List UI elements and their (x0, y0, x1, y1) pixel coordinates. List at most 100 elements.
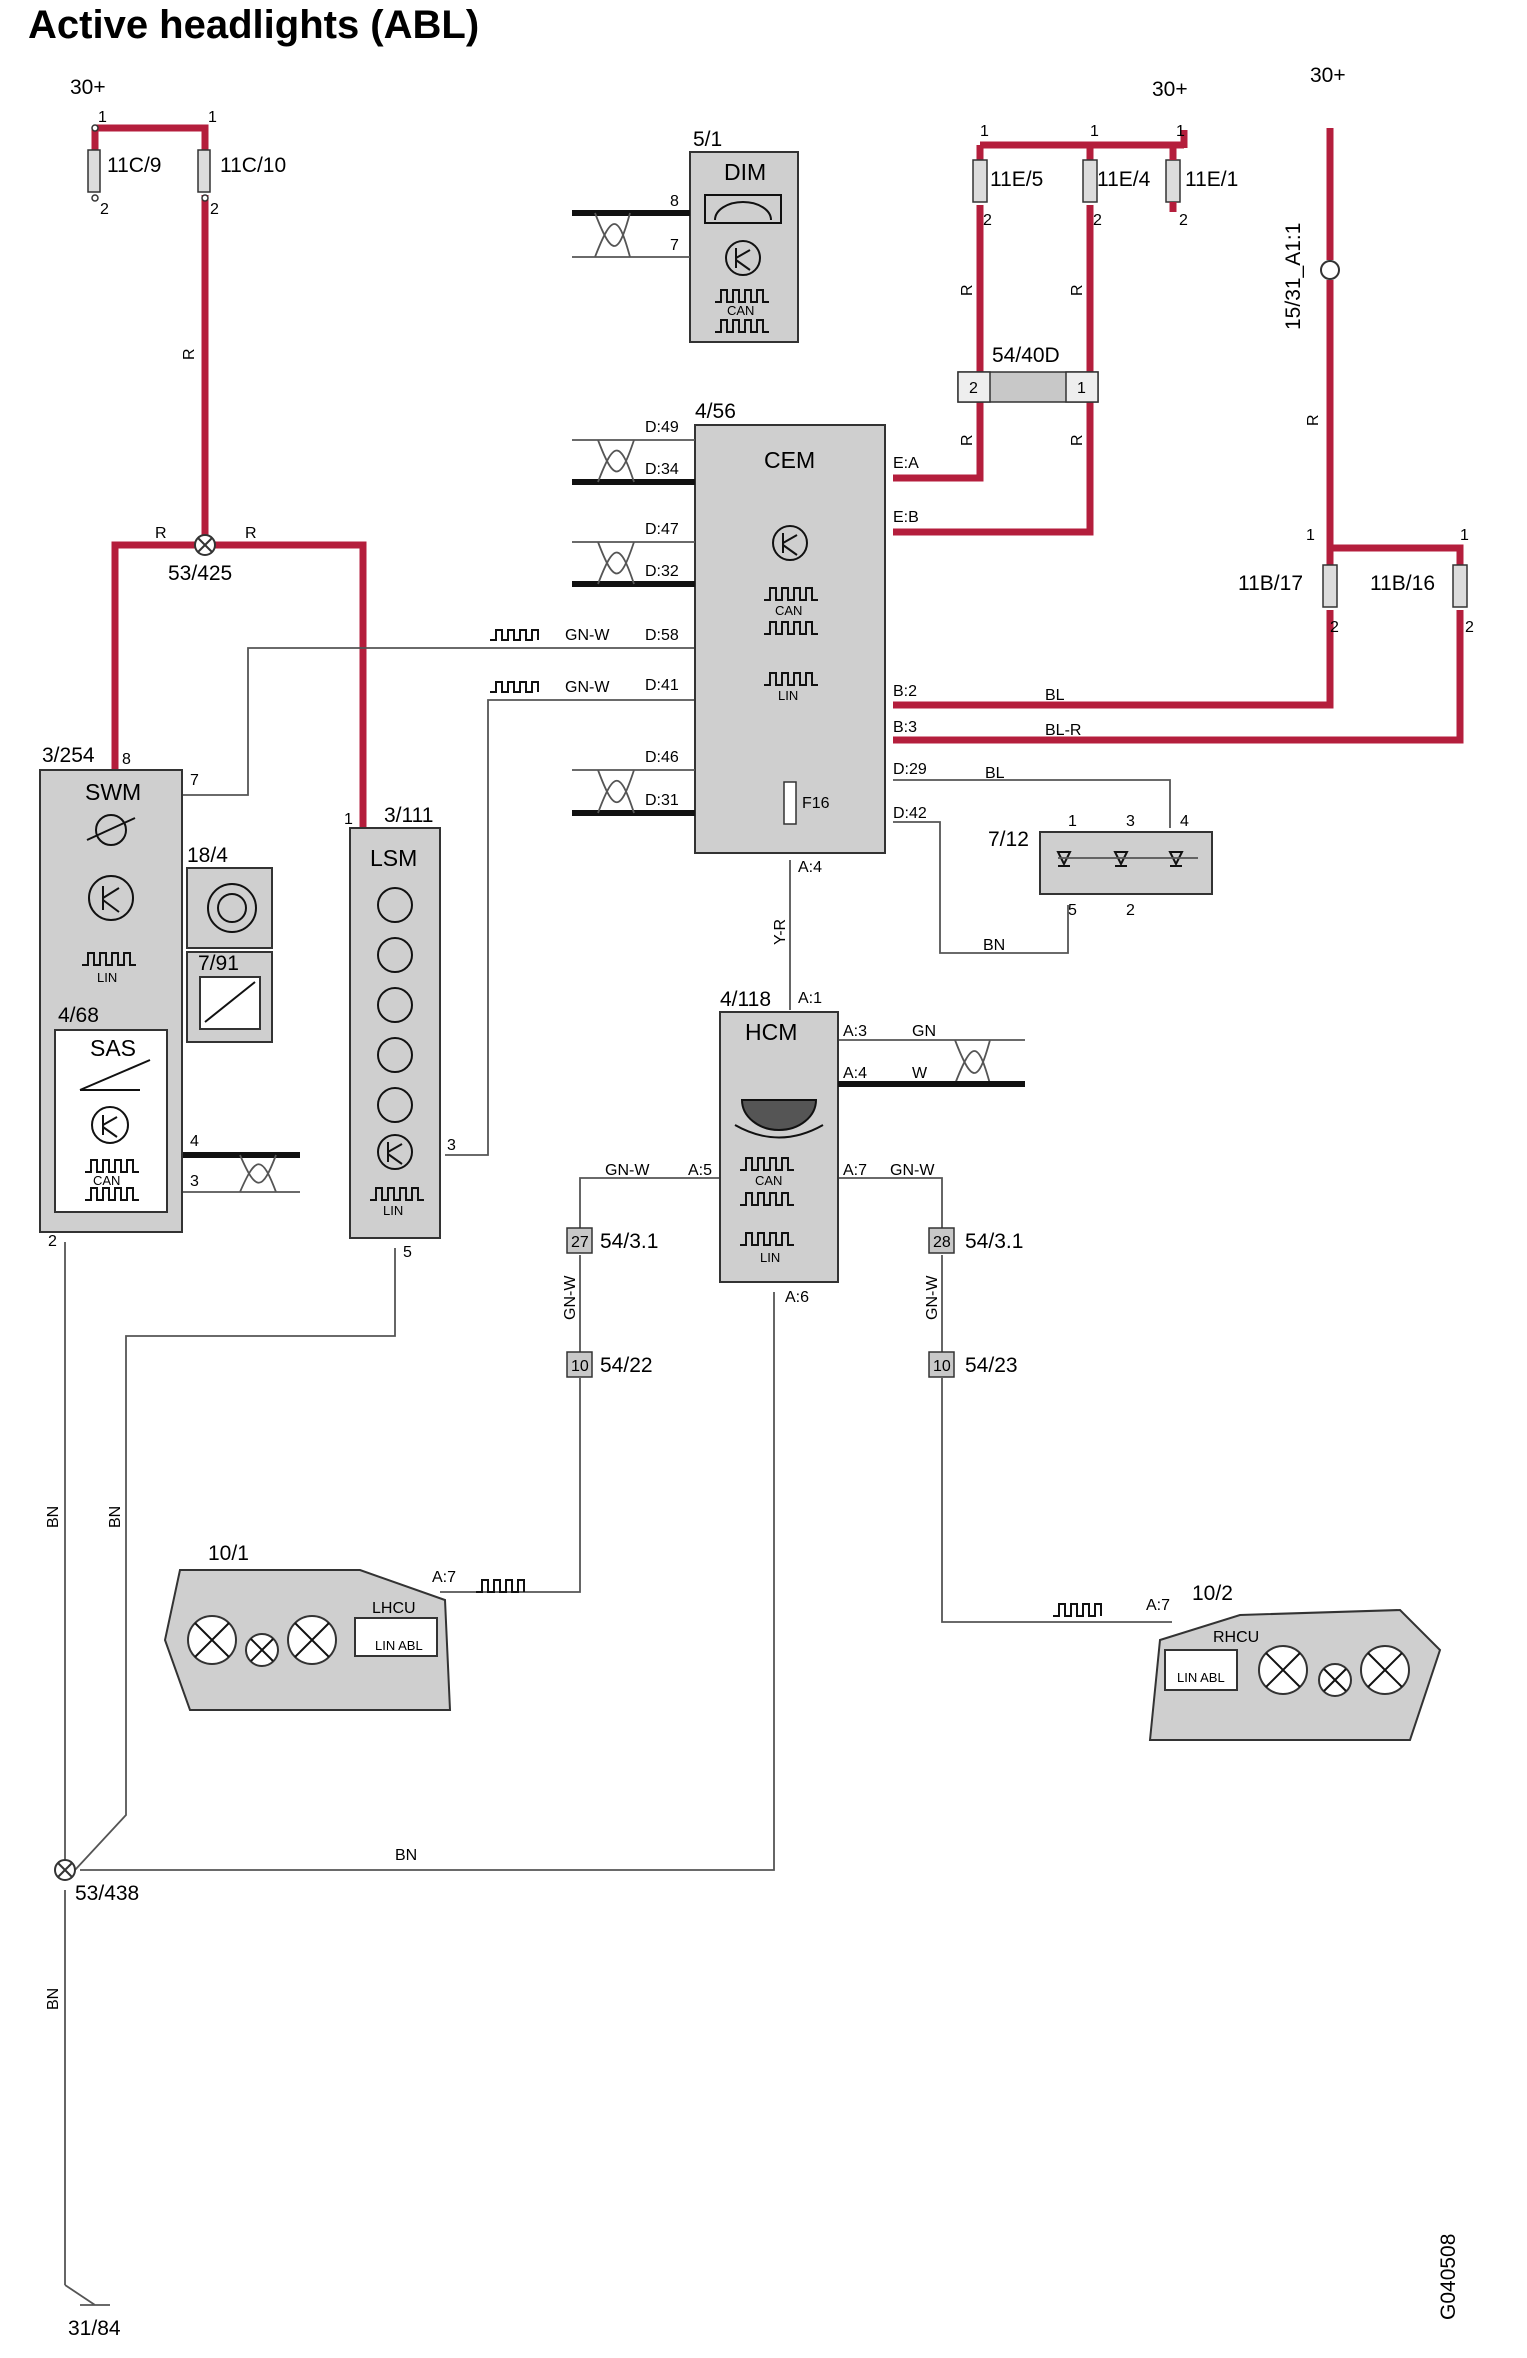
splice-label: 53/438 (75, 1882, 139, 1905)
led-pin-5: 5 (1068, 902, 1077, 919)
lsm-lin-label: LIN (383, 1203, 403, 1218)
cem-pin-d47: D:47 (645, 521, 679, 538)
lsm-module: 3/111 LSM LIN 1 3 5 (344, 804, 456, 1261)
sas-name: SAS (90, 1035, 136, 1061)
figure-code: G040508 (1437, 2234, 1460, 2320)
rhcu-pin-a7: A:7 (1146, 1597, 1170, 1614)
dim-ref: 5/1 (693, 128, 722, 151)
wire-color-gnw: GN-W (565, 679, 610, 696)
fuse-pin-2: 2 (1330, 619, 1339, 636)
fuse-label-11e5: 11E/5 (990, 168, 1043, 191)
hcm-pin-a6: A:6 (785, 1289, 809, 1306)
swm-pin-4: 4 (190, 1133, 199, 1150)
wire-color-r: R (1069, 434, 1086, 446)
hcm-pin-a5: A:5 (688, 1162, 712, 1179)
cem-can-label: CAN (775, 603, 802, 618)
fuse-label-11b17: 11B/17 (1238, 572, 1303, 595)
wire-color-blr: BL-R (1045, 722, 1081, 739)
wire-color-bn: BN (107, 1506, 124, 1528)
ground-31-84: 31/84 (64, 2284, 121, 2340)
dim-pin-8: 8 (670, 193, 679, 210)
led-pin-4: 4 (1180, 813, 1189, 830)
cem-pin-d42: D:42 (893, 805, 927, 822)
connector-54-23: 10 54/23 (928, 1351, 1018, 1378)
swm-pin-2: 2 (48, 1233, 57, 1250)
dim-can-label: CAN (727, 303, 754, 318)
supply-label-left: 30+ (70, 76, 106, 99)
connector-ref: 54/40D (992, 344, 1060, 367)
fuse-pin-1: 1 (98, 109, 107, 126)
hcm-pin-a3: A:3 (843, 1023, 867, 1040)
wire-color-r: R (245, 525, 257, 542)
wire-color-bn: BN (983, 937, 1005, 954)
connector-ref: 54/3.1 (600, 1230, 658, 1253)
wire-color-gnw: GN-W (924, 1275, 941, 1320)
splice-53-425: 53/425 R R R (155, 348, 257, 585)
fuse-pin-2: 2 (1179, 212, 1188, 229)
relay-label: 15/31_A1:1 (1282, 223, 1305, 330)
cem-module: 4/56 CEM CAN LIN F16 D:49 D:34 D:47 D:32… (645, 400, 927, 876)
connector-pin: 27 (571, 1234, 589, 1251)
cem-ref: 4/56 (695, 400, 736, 423)
connector-ref: 54/22 (600, 1354, 653, 1377)
hcm-pin-a7: A:7 (843, 1162, 867, 1179)
connector-pin-2: 2 (969, 380, 978, 397)
fuse-pin-2: 2 (210, 201, 219, 218)
wire-color-gnw: GN-W (562, 1275, 579, 1320)
supply-label-right: 30+ (1310, 64, 1346, 87)
wire-color-r: R (1069, 284, 1086, 296)
connector-pin: 10 (571, 1358, 589, 1375)
connector-pin: 28 (933, 1234, 951, 1251)
fuse-11c9: 1 2 11C/9 30+ (70, 76, 161, 218)
wire-color-bl: BL (1045, 687, 1065, 704)
wire-color-gn: GN (912, 1023, 936, 1040)
connector-54-40d: 2 1 54/40D R R R R R (957, 284, 1322, 446)
swm-pin-3: 3 (190, 1173, 199, 1190)
lhcu-pin-a7: A:7 (432, 1569, 456, 1586)
fuse-11c10: 1 2 11C/10 (197, 109, 286, 218)
fuse-pin-1: 1 (1176, 123, 1185, 140)
fuse-pin-1: 1 (980, 123, 989, 140)
cem-pin-b2: B:2 (893, 683, 917, 700)
cem-pin-b3: B:3 (893, 719, 917, 736)
wire-color-gnw: GN-W (565, 627, 610, 644)
swm-can-twisted-pair (183, 1152, 300, 1193)
wire-color-bn: BN (395, 1847, 417, 1864)
fuse-label-11c9: 11C/9 (107, 154, 161, 177)
lhcu-name: LHCU (372, 1600, 416, 1617)
swm-pin-7: 7 (190, 772, 199, 789)
connector-54-3-1-right: 28 54/3.1 GN-W (924, 1227, 1023, 1320)
cem-name: CEM (764, 447, 815, 473)
led-pin-3: 3 (1126, 813, 1135, 830)
hcm-name: HCM (745, 1019, 797, 1045)
dim-can-twisted-pair (572, 210, 690, 258)
led-panel-7-12: 7/12 1 3 4 5 2 (988, 813, 1213, 919)
cem-pin-d49: D:49 (645, 419, 679, 436)
wire-color-r: R (155, 525, 167, 542)
fuse-11b17: 1 2 11B/17 (1238, 527, 1339, 636)
fuse-11e5: 1 2 11E/5 (972, 123, 1043, 229)
wire-color-r: R (181, 348, 198, 360)
lhcu-headlamp: 10/1 LHCU LIN ABL A:7 (163, 1542, 525, 1711)
wire-color-gnw: GN-W (605, 1162, 650, 1179)
dim-module: 5/1 DIM CAN 8 7 (670, 128, 799, 343)
sensor-ref: 7/91 (198, 952, 239, 975)
lhcu-ref: 10/1 (208, 1542, 249, 1565)
ground-label: 31/84 (68, 2317, 121, 2340)
fuse-pin-1: 1 (1090, 123, 1099, 140)
fuse-pin-1: 1 (1306, 527, 1315, 544)
cem-pin-d58: D:58 (645, 627, 679, 644)
rhcu-ref: 10/2 (1192, 1582, 1233, 1605)
connector-ref: 54/3.1 (965, 1230, 1023, 1253)
led-pin-2: 2 (1126, 902, 1135, 919)
leds-ref: 7/12 (988, 828, 1029, 851)
hcm-pin-a4: A:4 (843, 1065, 867, 1082)
switch-18-4: 18/4 (186, 844, 273, 949)
wire-color-r: R (959, 434, 976, 446)
fuse-pin-1: 1 (208, 109, 217, 126)
cem-pin-d31: D:31 (645, 792, 679, 809)
cem-pin-d41: D:41 (645, 677, 679, 694)
hcm-pin-a1: A:1 (798, 990, 822, 1007)
relay-15-31: 30+ 15/31_A1:1 (1282, 64, 1346, 330)
rhcu-name: RHCU (1213, 1629, 1259, 1646)
